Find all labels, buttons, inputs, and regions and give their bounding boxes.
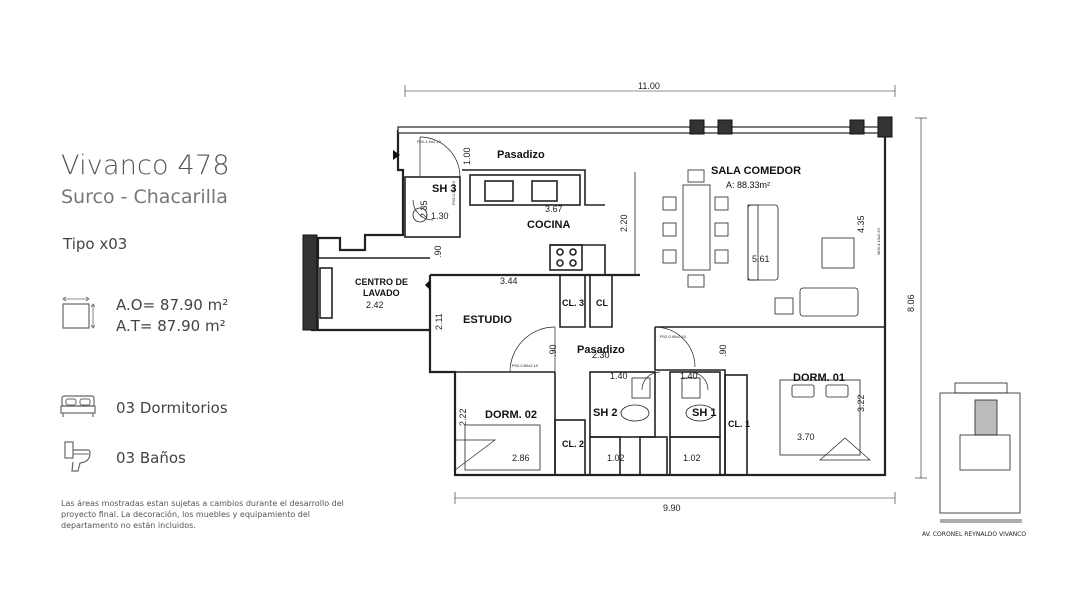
room-cl1: CL. 1 — [728, 419, 750, 429]
dim-242: 2.42 — [366, 300, 384, 310]
dim-1-00: 1.00 — [462, 147, 472, 165]
door-tag-p03: P03-0.7x2.10 — [451, 180, 456, 205]
entry-arrow — [393, 150, 400, 160]
dim-344: 3.44 — [500, 276, 518, 286]
door-tag-p02a: P02-0.80x2.10 — [512, 363, 539, 368]
dim-90a: .90 — [433, 245, 443, 258]
room-pasadizo-mid: Pasadizo — [577, 344, 625, 356]
bedrooms-count: 03 Dormitorios — [116, 399, 228, 417]
room-lavado-2: LAVADO — [363, 288, 400, 298]
room-estudio: ESTUDIO — [463, 314, 512, 326]
room-dorm1: DORM. 01 — [793, 372, 845, 384]
dim-286: 2.86 — [512, 453, 530, 463]
area-total: A.T= 87.90 m² — [116, 317, 226, 335]
info-panel: Vivanco 478 Surco - Chacarilla Tipo x03 … — [0, 0, 380, 608]
dim-140a: 1.40 — [610, 371, 628, 381]
dim-right: 8.06 — [906, 294, 916, 312]
door-tag-p01: P01-1.0x2.10 — [417, 139, 442, 144]
dim-211: 2.11 — [434, 313, 444, 330]
room-sh3: SH 3 — [432, 183, 456, 195]
column — [849, 119, 865, 135]
furniture — [412, 169, 861, 471]
bathrooms-count: 03 Baños — [116, 449, 186, 467]
room-lavado-1: CENTRO DE — [355, 277, 408, 287]
column — [877, 116, 893, 138]
lavado-arrow — [425, 280, 430, 290]
dim-90b: .90 — [548, 344, 558, 357]
area-occupied: A.O= 87.90 m² — [116, 296, 229, 314]
dim-bottom: 9.90 — [663, 503, 681, 513]
room-sh2: SH 2 — [593, 407, 617, 419]
dim-222: 2.22 — [458, 408, 468, 426]
column — [689, 119, 705, 135]
street-name: AV. CORONEL REYNALDO VIVANCO — [922, 531, 1027, 538]
location-map — [939, 382, 1022, 523]
door-tag-m03: M03-4.10x2.20 — [876, 228, 881, 255]
doors — [412, 136, 871, 471]
dim-sh3-w: 1.30 — [431, 211, 449, 221]
disclaimer-text: Las áreas mostradas estan sujetas a camb… — [61, 499, 344, 530]
room-dorm2: DORM. 02 — [485, 409, 537, 421]
dim-370: 3.70 — [797, 432, 815, 442]
room-cl3: CL. 3 — [562, 298, 584, 308]
column-left — [302, 234, 318, 331]
room-cocina: COCINA — [527, 219, 570, 231]
room-sala-area: A: 88.33m² — [726, 180, 770, 190]
dim-367: 3.67 — [545, 204, 563, 214]
room-sala-comedor: SALA COMEDOR — [711, 165, 801, 177]
bed-icon — [60, 395, 96, 417]
door-tag-p02b: P02-0.90x2.10 — [660, 334, 687, 339]
dim-sh3-h: 2.35 — [419, 200, 429, 218]
area-icon — [62, 296, 95, 329]
dim-top: 11.00 — [638, 81, 660, 91]
column — [717, 119, 733, 135]
unit-type: Tipo x03 — [63, 235, 128, 253]
inner-walls — [317, 169, 885, 476]
dim-322: 3.22 — [856, 394, 866, 412]
project-subtitle: Surco - Chacarilla — [61, 186, 228, 208]
dim-220: 2.20 — [619, 214, 629, 232]
dim-102b: 1.02 — [683, 453, 701, 463]
project-title: Vivanco 478 — [61, 150, 230, 181]
dim-90c: .90 — [718, 344, 728, 357]
dim-140b: 1.40 — [680, 371, 698, 381]
dim-102a: 1.02 — [607, 453, 625, 463]
room-sh1: SH 1 — [692, 407, 716, 419]
floor-plan: Pasadizo SALA COMEDOR A: 88.33m² SH 3 CO… — [302, 81, 1022, 523]
room-cl: CL — [596, 298, 608, 308]
dim-561: 5.61 — [752, 254, 770, 264]
dim-230: 2.30 — [592, 350, 610, 360]
room-cl2: CL. 2 — [562, 439, 584, 449]
room-pasadizo-top: Pasadizo — [497, 149, 545, 161]
dim-435: 4.35 — [856, 215, 866, 233]
toilet-icon — [64, 441, 91, 472]
